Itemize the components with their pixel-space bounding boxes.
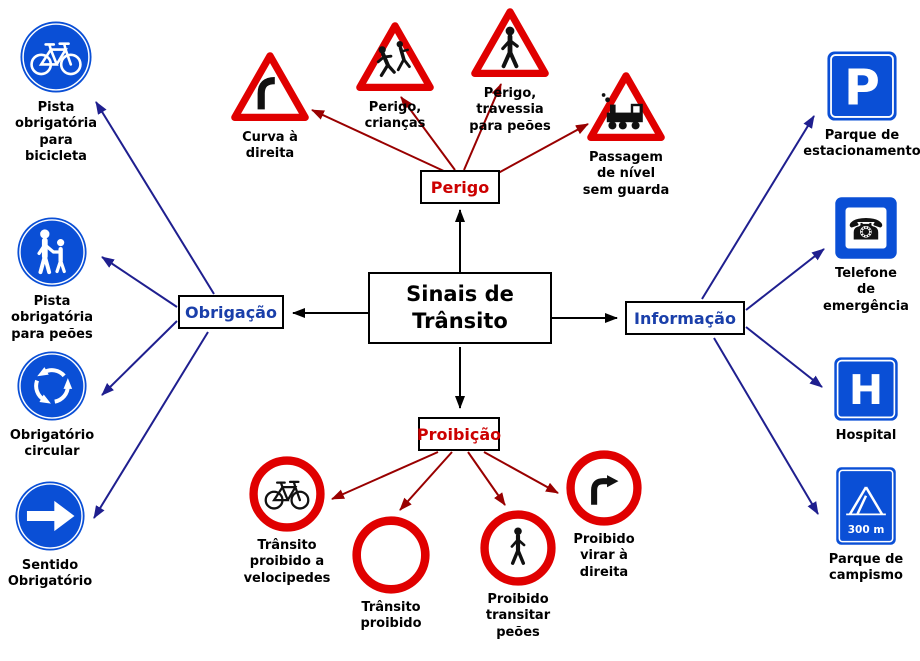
sign-transito-proibido: Trânsito proibido [346,516,436,633]
sign-pista-obrigatoria-bicicleta: Pista obrigatória para bicicleta [6,20,106,165]
mandatory-direction-arrow-icon [15,481,85,551]
no-bicycles-icon [249,456,325,532]
sign-label: Pista obrigatória para bicicleta [15,100,97,164]
no-right-turn-icon [566,450,642,526]
telephone-glyph: ☎ [848,213,885,247]
sign-perigo-travessia-peoes: Perigo, travessia para peões [462,6,558,135]
center-node: Sinais de Trânsito [368,272,552,344]
branch-proibicao-label: Proibição [416,424,502,444]
sign-label: Parque de estacionamento [803,128,920,160]
branch-perigo-label: Perigo [430,177,490,197]
sign-label: Parque de campismo [828,552,904,584]
sign-proibido-virar-direita: Proibido virar à direita [556,450,652,581]
mandatory-pedestrians-icon [17,217,87,287]
sign-proibido-transitar-peoes: Proibido transitar peões [470,510,566,641]
no-traffic-icon [352,516,430,594]
sign-curva-a-direita: Curva à direita [226,50,314,163]
mandatory-bicycle-icon [20,21,92,93]
branch-node-perigo: Perigo [420,170,500,204]
parking-icon: P [827,51,897,121]
sign-label: Hospital [835,428,897,443]
curve-right-warning-icon [231,52,309,121]
sign-passagem-de-nivel: Passagem de nível sem guarda [578,70,674,199]
sign-label: Curva à direita [242,130,298,162]
center-title-line1: Sinais de [406,281,514,306]
branch-informacao-label: Informação [634,308,736,328]
center-title-line2: Trânsito [412,309,508,333]
sign-hospital: H Hospital [816,356,916,444]
hospital-icon: H [834,357,898,421]
sign-telefone-de-emergencia: ☎ Telefone de emergência [816,196,916,315]
sign-label: Perigo, crianças [364,100,426,132]
no-pedestrians-icon [480,510,556,586]
sign-pista-obrigatoria-peoes: Pista obrigatória para peões [2,216,102,343]
sign-transito-proibido-velocipedes: Trânsito proibido a velocipedes [238,456,336,587]
sign-label: Telefone de emergência [823,266,909,314]
sign-label: Proibido transitar peões [485,592,551,640]
sign-parque-de-estacionamento: P Parque de estacionamento [803,50,920,161]
sign-label: Passagem de nível sem guarda [582,150,670,198]
branch-node-obrigacao: Obrigação [178,295,284,329]
sign-label: Proibido virar à direita [573,532,635,580]
sign-label: Sentido Obrigatório [7,558,93,590]
sign-label: Pista obrigatória para peões [11,294,93,342]
steam-locomotive-warning-icon [587,72,665,141]
sign-parque-de-campismo: 300 m Parque de campismo [814,466,918,585]
hospital-letter: H [849,366,883,414]
branch-obrigacao-label: Obrigação [185,302,277,322]
camping-distance-text: 300 m [848,524,885,536]
sign-label: Obrigatório circular [9,428,95,460]
parking-letter: P [844,60,880,117]
pedestrian-crossing-warning-icon [471,8,549,77]
camping-tent-icon: 300 m [836,467,896,545]
branch-node-proibicao: Proibição [416,417,502,451]
sign-sentido-obrigatorio: Sentido Obrigatório [0,480,100,591]
sign-obrigatorio-circular: Obrigatório circular [2,350,102,461]
children-warning-icon [356,22,434,91]
sign-label: Trânsito proibido [360,600,422,632]
sign-label: Perigo, travessia para peões [469,86,551,134]
sign-label: Trânsito proibido a velocipedes [243,538,331,586]
sign-perigo-criancas: Perigo, crianças [352,20,438,133]
emergency-telephone-icon: ☎ [835,197,897,259]
branch-node-informacao: Informação [625,301,745,335]
roundabout-icon [17,351,87,421]
